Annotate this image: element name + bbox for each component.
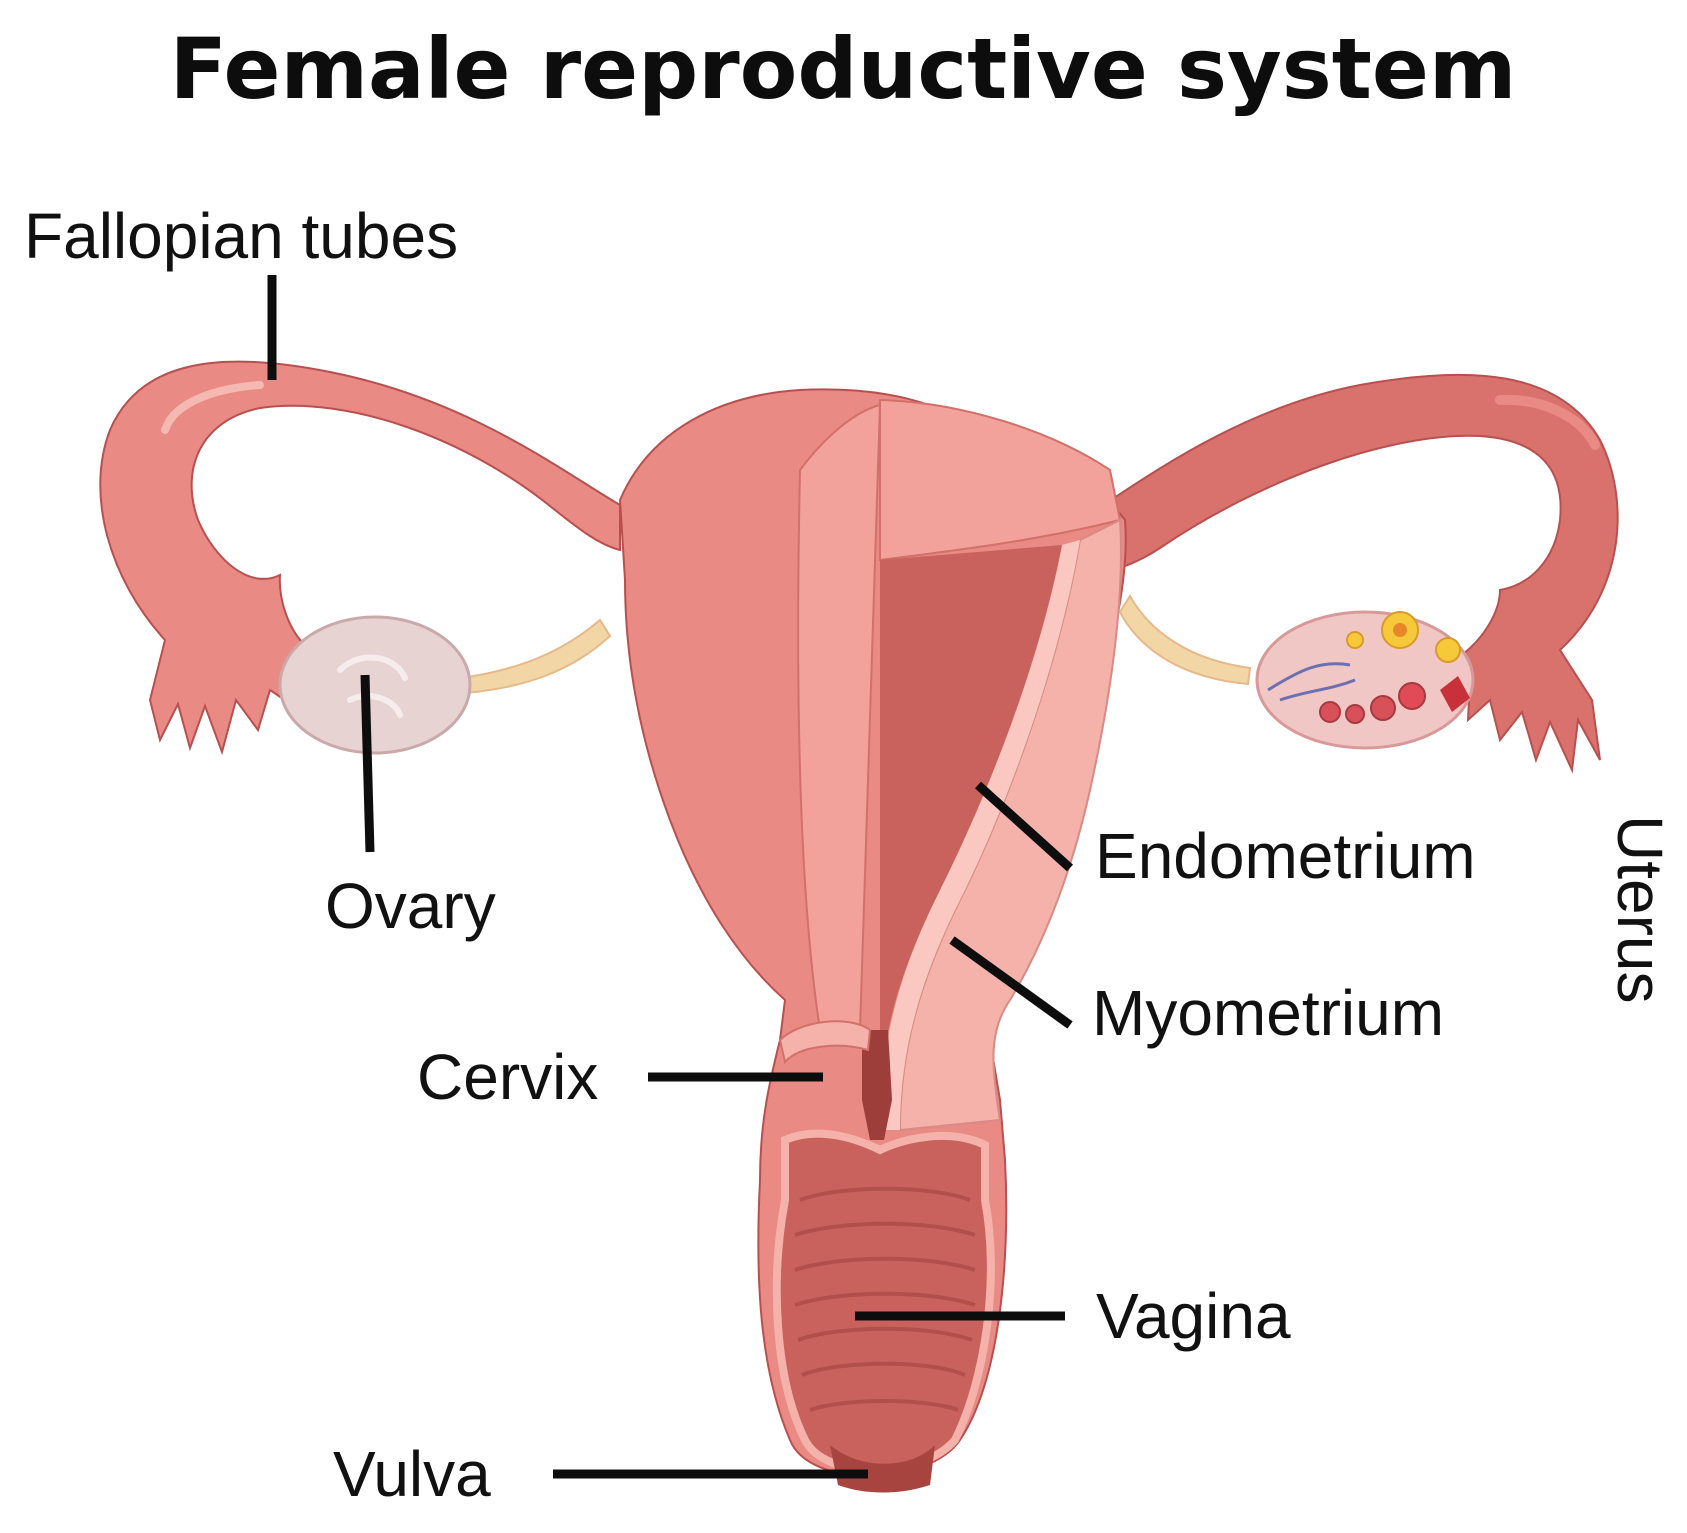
myometrium-leader <box>949 936 1073 1029</box>
left-tube-highlight <box>161 381 264 434</box>
left-ovary-shape <box>278 615 472 755</box>
label-vulva: Vulva <box>333 1438 491 1510</box>
label-myometrium: Myometrium <box>1092 977 1444 1049</box>
vulva-opening <box>830 1445 935 1493</box>
label-fallopian-tubes: Fallopian tubes <box>24 200 458 272</box>
right-tube-highlight <box>1495 394 1600 450</box>
left-ovary-texture <box>337 654 408 718</box>
labels: Fallopian tubes Ovary Endometrium Myomet… <box>24 200 1676 1510</box>
vagina-canal <box>772 1129 995 1474</box>
label-cervix: Cervix <box>417 1041 598 1113</box>
leader-lines <box>267 275 1074 1479</box>
ovary-follicles <box>1319 611 1470 724</box>
cervical-canal <box>862 1030 892 1140</box>
cervix-collar <box>778 1020 872 1065</box>
left-ovarian-ligament <box>443 618 612 696</box>
ovary-leader <box>360 674 375 853</box>
endometrium-leader <box>974 781 1074 872</box>
right-ovarian-ligament <box>1118 594 1252 686</box>
endometrium-lining <box>880 540 1080 1130</box>
right-ovary-vessels <box>1267 662 1356 702</box>
uterine-cavity <box>880 545 1062 1090</box>
label-vagina: Vagina <box>1096 1280 1291 1352</box>
right-ovary-shape <box>1255 610 1475 750</box>
label-endometrium: Endometrium <box>1095 820 1476 892</box>
vaginal-rugae <box>794 1186 976 1412</box>
anatomy-illustration <box>99 360 1619 1493</box>
uterus-left-wall-shade <box>797 403 882 1031</box>
label-uterus: Uterus <box>1604 815 1676 1004</box>
right-fallopian-tube <box>1079 373 1619 774</box>
label-ovary: Ovary <box>325 870 496 942</box>
diagram-title: Female reproductive system <box>170 20 1517 118</box>
